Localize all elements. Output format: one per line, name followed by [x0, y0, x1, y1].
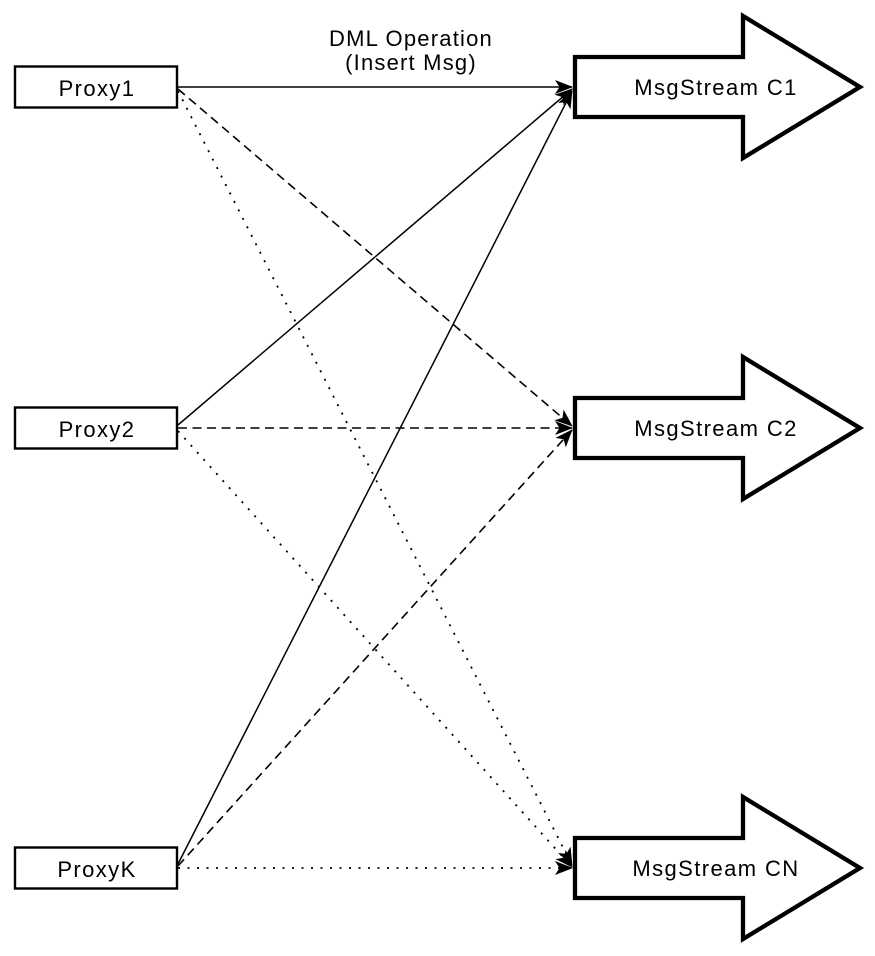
- connector-proxy2-c1: [177, 88, 573, 426]
- msgstream-c2-arrow: [572, 353, 865, 503]
- msgstream-cn-arrow: [572, 793, 865, 943]
- proxy2-node: Proxy2: [13, 406, 179, 450]
- connector-proxy1-cn: [177, 90, 573, 866]
- dml-operation-label-line2: (Insert Msg): [345, 50, 477, 75]
- msgstream-c2-label: MsgStream C2: [634, 416, 798, 441]
- proxy1-node: Proxy1: [13, 65, 179, 109]
- msgstream-cn-label: MsgStream CN: [632, 856, 799, 881]
- msgstream-c1-arrow: [572, 12, 865, 162]
- msgstream-c1-label: MsgStream C1: [634, 75, 798, 100]
- msgstream-c2-node: MsgStream C2: [572, 353, 865, 503]
- proxy2-box: [13, 406, 179, 450]
- proxyk-label: ProxyK: [57, 857, 136, 882]
- proxyk-node: ProxyK: [13, 846, 179, 890]
- proxy1-box: [13, 65, 179, 109]
- connector-proxyk-c2: [177, 429, 573, 867]
- proxy2-label: Proxy2: [59, 417, 136, 442]
- proxy1-label: Proxy1: [59, 76, 136, 101]
- dml-operation-label-line1: DML Operation: [329, 26, 493, 51]
- msgstream-c1-node: MsgStream C1: [572, 12, 865, 162]
- msgstream-cn-node: MsgStream CN: [572, 793, 865, 943]
- connector-proxyk-c1: [177, 90, 573, 865]
- proxyk-box: [13, 846, 179, 890]
